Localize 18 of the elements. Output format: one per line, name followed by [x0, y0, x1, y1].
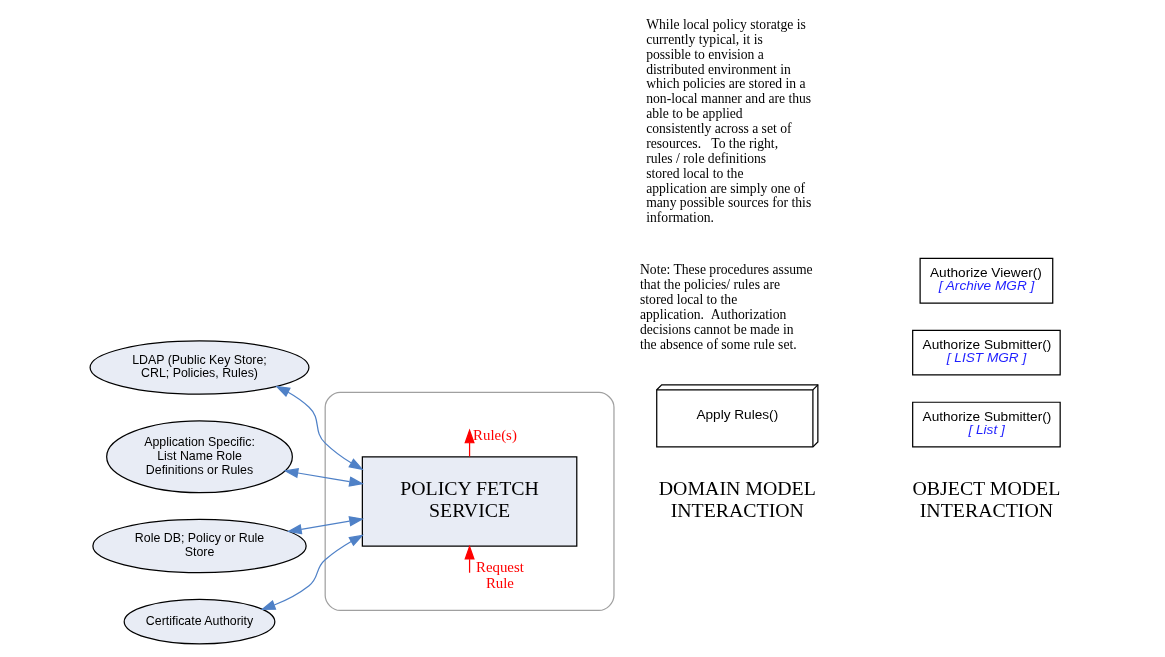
- label: Note: These procedures assume that the policies/ rules are stored local to the application. Authorization decisions cannot be made in the absence of some rule set.: [640, 262, 813, 352]
- node-box: Authorize Submitter() [ List ]: [912, 401, 1061, 448]
- arrow: [260, 534, 364, 610]
- arrow: [275, 385, 364, 471]
- arrow: [283, 467, 365, 487]
- cluster: [324, 391, 615, 612]
- node-box: Authorize Submitter() [ LIST MGR ]: [912, 329, 1061, 376]
- node-ellipse: Application Specific: List Name Role Definitions or Rules: [106, 420, 293, 494]
- node-box: Authorize Viewer() [ Archive MGR ]: [919, 257, 1054, 304]
- arrow: [286, 516, 365, 535]
- label: OBJECT MODEL INTERACTION: [912, 476, 1061, 522]
- node-box: POLICY FETCH SERVICE: [361, 456, 578, 547]
- node-ellipse: Role DB; Policy or Rule Store: [92, 518, 307, 574]
- node-ellipse: LDAP (Public Key Store; CRL; Policies, Rules): [89, 340, 310, 395]
- edge-label: Rule(s): [473, 426, 517, 443]
- edge-label: Request Rule: [476, 558, 524, 592]
- label: DOMAIN MODEL INTERACTION: [658, 476, 816, 522]
- label: While local policy storatge is currently typical, it is possible to envision a distributed environment in which policies are stored in a non-local manner and are thus able to be applied consistently across a set of resources. To the right, rules / role definitions stored local to the application are simply one of many possible sources for this information.: [646, 16, 812, 226]
